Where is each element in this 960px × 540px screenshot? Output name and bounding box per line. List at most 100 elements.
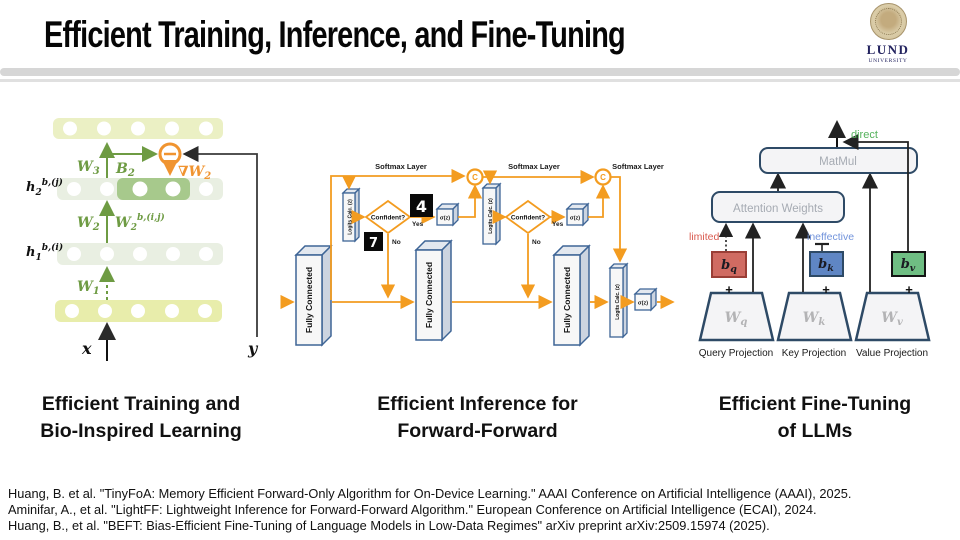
y-label: y bbox=[247, 339, 259, 358]
value-projection: Wv bbox=[854, 291, 931, 342]
label-feedback-line bbox=[182, 145, 258, 337]
confident-label-1: Confident? bbox=[371, 215, 405, 222]
bv-box: bv bbox=[891, 251, 926, 277]
direct-label: direct bbox=[851, 129, 878, 141]
h1-label: h1b,(i) bbox=[26, 242, 63, 263]
layer-output bbox=[53, 118, 223, 139]
logits-calc-2: Logits Calc. (z) bbox=[481, 182, 502, 246]
flow-lines bbox=[280, 168, 675, 310]
fully-connected-3: Fully Connected bbox=[552, 244, 591, 347]
plus-v: + bbox=[905, 282, 913, 297]
bk-box: bk bbox=[809, 251, 844, 277]
softmax-layer-label-1: Softmax Layer bbox=[375, 162, 427, 171]
logits-calc-1: Logits Calc. (z) bbox=[341, 187, 361, 243]
forward-arrows bbox=[99, 142, 158, 300]
plus-q: + bbox=[725, 282, 733, 297]
b2-label: B2 bbox=[115, 161, 135, 179]
citation-tinyfoa: Huang, B. et al. "TinyFoA: Memory Effici… bbox=[8, 486, 852, 501]
header-divider-thin bbox=[0, 79, 960, 82]
layer-hidden2 bbox=[57, 178, 223, 200]
softmax-layer-label-2: Softmax Layer bbox=[508, 162, 560, 171]
matmul-label: MatMul bbox=[819, 156, 857, 168]
layer-input-neurons bbox=[65, 304, 212, 318]
sigma-3-label: σ(z) bbox=[638, 301, 648, 307]
page-title: Efficient Training, Inference, and Fine-… bbox=[44, 14, 626, 55]
caption-finetuning-line1: Efficient Fine-Tuning bbox=[718, 393, 912, 415]
bv-direct-line bbox=[842, 133, 909, 251]
digit-7: 7 bbox=[369, 236, 378, 251]
header-divider bbox=[0, 68, 960, 76]
digit-image-unconfident: 7 bbox=[364, 232, 383, 251]
caption-inference-line2: Forward-Forward bbox=[397, 420, 558, 442]
logits-calc-1-label: Logits Calc. (z) bbox=[348, 199, 354, 235]
layer-hidden1 bbox=[57, 243, 223, 265]
fully-connected-1-label: Fully Connected bbox=[304, 267, 314, 333]
finetuning-diagram: Wq Wk Wv MatMul direct Attention Weights… bbox=[689, 120, 931, 359]
wv-label: Wv bbox=[881, 310, 903, 328]
layer-input bbox=[55, 300, 222, 322]
connection-lines bbox=[718, 172, 879, 292]
confident-label-2: Confident? bbox=[511, 215, 545, 222]
query-projection: Wq bbox=[698, 291, 775, 342]
attention-weights-box: Attention Weights bbox=[711, 191, 845, 223]
concat-node-1: C bbox=[466, 168, 484, 186]
yes-label-2: Yes bbox=[552, 221, 564, 228]
digit-image-confident: 4 bbox=[410, 194, 433, 217]
yes-label-1: Yes bbox=[412, 221, 424, 228]
training-diagram: W3 B2 ∇W2 W2 W2b,(i,j) W1 h2b,(j) h1b,(i… bbox=[26, 118, 259, 361]
citation-beft: Huang, B., et al. "BEFT: Bias-Efficient … bbox=[8, 518, 770, 533]
caption-training-line2: Bio-Inspired Learning bbox=[40, 420, 242, 442]
fully-connected-2-label: Fully Connected bbox=[424, 262, 434, 328]
caption-inference: Efficient Inference for Forward-Forward bbox=[295, 391, 660, 445]
w1-label: W1 bbox=[77, 279, 100, 297]
attention-weights-label: Attention Weights bbox=[733, 203, 823, 215]
grad-w2-label: ∇W2 bbox=[178, 164, 211, 182]
citation-lightff: Aminifar, A., et al. "LightFF: Lightweig… bbox=[8, 502, 817, 517]
x-label: x bbox=[81, 339, 92, 358]
sigma-2-label: σ(z) bbox=[570, 216, 580, 222]
bv-label: bv bbox=[901, 257, 916, 274]
caption-training: Efficient Training and Bio-Inspired Lear… bbox=[0, 391, 282, 445]
university-seal-icon bbox=[869, 3, 907, 40]
logits-calc-2-label: Logits Calc. (z) bbox=[488, 198, 494, 234]
fully-connected-2: Fully Connected bbox=[414, 239, 453, 342]
w3-label: W3 bbox=[77, 159, 100, 177]
digit-4: 4 bbox=[416, 197, 427, 216]
concat-label-1: C bbox=[472, 173, 478, 182]
sigma-cube-2: σ(z) bbox=[565, 202, 590, 227]
citations: Huang, B. et al. "TinyFoA: Memory Effici… bbox=[8, 486, 956, 534]
concat-node-2: C bbox=[594, 168, 612, 186]
query-projection-label: Query Projection bbox=[699, 348, 773, 359]
wk-label: Wk bbox=[803, 310, 826, 328]
caption-training-line1: Efficient Training and bbox=[41, 393, 241, 415]
confidence-diamond-1: Confident? bbox=[364, 199, 412, 235]
bk-blocked-connector bbox=[815, 242, 829, 251]
softmax-line-3 bbox=[611, 176, 628, 263]
layer-hidden1-neurons bbox=[67, 247, 213, 261]
university-logo: LUND UNIVERSITY bbox=[860, 3, 916, 64]
layer-hidden2-neurons bbox=[67, 181, 213, 197]
layer-output-neurons bbox=[63, 121, 213, 136]
value-projection-label: Value Projection bbox=[856, 348, 928, 359]
softmax-layer-label-3: Softmax Layer bbox=[612, 162, 664, 171]
bq-box: bq bbox=[711, 251, 747, 278]
matmul-box: MatMul bbox=[759, 147, 918, 174]
logo-subtitle: UNIVERSITY bbox=[868, 58, 908, 64]
error-node bbox=[158, 142, 182, 176]
exit-line-2 bbox=[588, 184, 611, 218]
confidence-diamond-2: Confident? bbox=[504, 199, 552, 235]
softmax-line-1 bbox=[330, 168, 466, 300]
w2-label: W2 bbox=[77, 215, 100, 233]
caption-inference-line1: Efficient Inference for bbox=[377, 393, 578, 415]
no-label-1: No bbox=[392, 239, 401, 246]
logits-calc-3: Logits Calc. (z) bbox=[608, 262, 629, 339]
sigma-1-label: σ(z) bbox=[440, 216, 450, 222]
fully-connected-3-label: Fully Connected bbox=[562, 267, 572, 333]
sigma-cube-3: σ(z) bbox=[633, 287, 658, 312]
caption-finetuning: Efficient Fine-Tuning of LLMs bbox=[680, 391, 950, 445]
sigma-cube-1: σ(z) bbox=[435, 202, 460, 227]
limited-label: limited bbox=[689, 231, 720, 243]
caption-finetuning-line2: of LLMs bbox=[777, 420, 853, 442]
bk-label: bk bbox=[818, 257, 834, 274]
w2-batch-label: W2b,(i,j) bbox=[115, 212, 165, 233]
